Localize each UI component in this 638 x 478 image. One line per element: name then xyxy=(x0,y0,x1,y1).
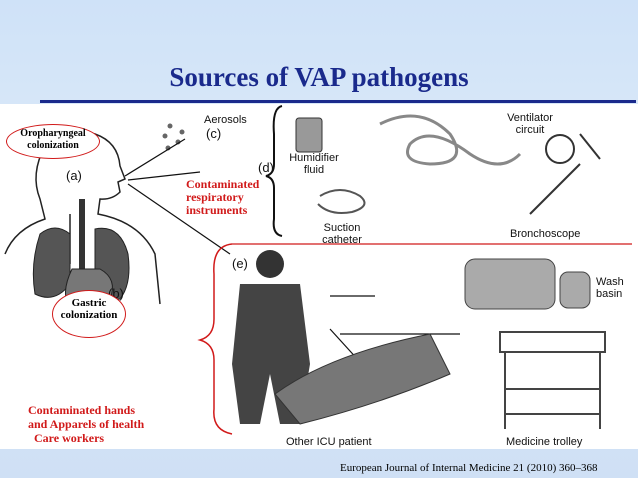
title-underline xyxy=(40,100,636,103)
suction-label: Suction catheter xyxy=(322,222,362,246)
humidifier-image xyxy=(295,117,323,153)
ventilator-label: Ventilator circuit xyxy=(507,112,553,136)
icu-patient-image xyxy=(274,333,451,425)
citation: European Journal of Internal Medicine 21… xyxy=(340,462,598,474)
hands-label-line1: Contaminated hands xyxy=(28,403,136,417)
page-title: Sources of VAP pathogens xyxy=(169,62,469,92)
aerosols-label: Aerosols xyxy=(204,114,247,126)
oropharyngeal-label: Oropharyngeal colonization xyxy=(6,124,100,159)
instruments-brace xyxy=(265,105,283,237)
label-d: (d) xyxy=(258,160,274,175)
other-patient-label: Other ICU patient xyxy=(286,436,372,448)
hands-label-line3: Care workers xyxy=(34,431,105,445)
wash-basin-label: Wash basin xyxy=(596,276,624,300)
wash-basin-image xyxy=(464,258,591,310)
trolley-image xyxy=(499,331,606,429)
gastric-label: Gastric colonization xyxy=(52,290,126,338)
bronchoscope-image xyxy=(529,133,601,215)
trolley-label: Medicine trolley xyxy=(506,436,583,448)
hands-label-line2: and Apparels of health xyxy=(28,417,145,431)
arrows xyxy=(124,138,460,363)
instruments-label: Contaminated respiratory instruments xyxy=(186,177,260,217)
ventilator-circuit-image xyxy=(379,114,522,166)
label-c: (c) xyxy=(206,126,222,141)
suction-catheter-image xyxy=(317,189,366,214)
label-e: (e) xyxy=(232,256,248,271)
label-a: (a) xyxy=(66,168,82,183)
bronchoscope-label: Bronchoscope xyxy=(510,228,581,240)
humidifier-label: Humidifier fluid xyxy=(289,152,339,176)
environment-brace xyxy=(197,243,233,435)
